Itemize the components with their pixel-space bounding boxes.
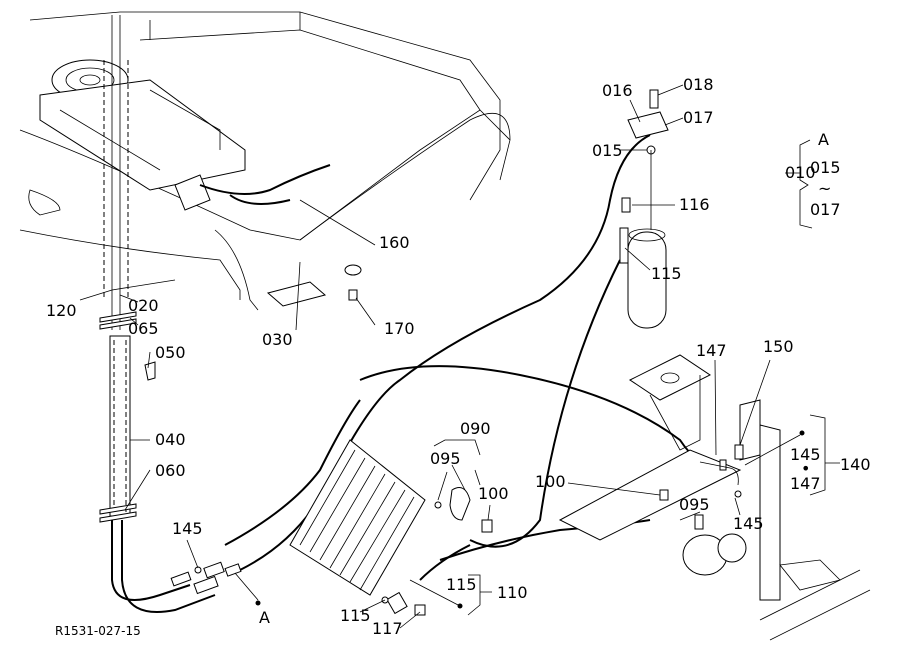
label-020: 020	[128, 296, 159, 315]
group-label-A: A	[818, 130, 829, 149]
group-dot: •	[801, 459, 810, 478]
receiver-drier	[619, 89, 669, 329]
group-label-015: 015	[810, 158, 841, 177]
label-050: 050	[155, 343, 186, 362]
label-116: 116	[679, 195, 710, 214]
label-120: 120	[46, 301, 77, 320]
label-160: 160	[379, 233, 410, 252]
label-170: 170	[384, 319, 415, 338]
group-range-tilde: ~	[818, 179, 831, 198]
label-010: 010	[785, 163, 816, 182]
group-label-115: 115	[446, 575, 477, 594]
label-090: 090	[460, 419, 491, 438]
label-150: 150	[763, 337, 794, 356]
label-015: 015	[592, 141, 623, 160]
vertical-pipes	[99, 15, 156, 523]
part-labels: 016 018 017 015 116 115 A 010 015 ~ 017 …	[46, 75, 871, 638]
label-115: 115	[340, 606, 371, 625]
diagram-code: R1531-027-15	[55, 624, 141, 638]
label-100: 100	[478, 484, 509, 503]
label-145: 145	[172, 519, 203, 538]
compressor-bracket	[558, 354, 871, 641]
label-095: 095	[430, 449, 461, 468]
group-label-017: 017	[810, 200, 841, 219]
fittings	[170, 561, 242, 595]
group-label-147: 147	[790, 474, 821, 493]
label-030: 030	[262, 330, 293, 349]
label-060: 060	[155, 461, 186, 480]
label-147: 147	[696, 341, 727, 360]
group-label-145: 145	[790, 445, 821, 464]
label-040: 040	[155, 430, 186, 449]
label-018: 018	[683, 75, 714, 94]
label-095: 095	[679, 495, 710, 514]
label-140: 140	[840, 455, 871, 474]
ref-label-A: A	[259, 608, 270, 627]
label-017: 017	[683, 108, 714, 127]
leader-lines	[79, 84, 840, 629]
label-117: 117	[372, 619, 403, 638]
label-115: 115	[651, 264, 682, 283]
hvac-unit	[39, 59, 331, 211]
label-100: 100	[535, 472, 566, 491]
part-030	[266, 281, 327, 307]
small-parts	[266, 264, 362, 307]
label-065: 065	[128, 319, 159, 338]
label-016: 016	[602, 81, 633, 100]
label-110: 110	[497, 583, 528, 602]
condenser	[289, 439, 493, 616]
label-145: 145	[733, 514, 764, 533]
cab-frame	[19, 11, 511, 311]
